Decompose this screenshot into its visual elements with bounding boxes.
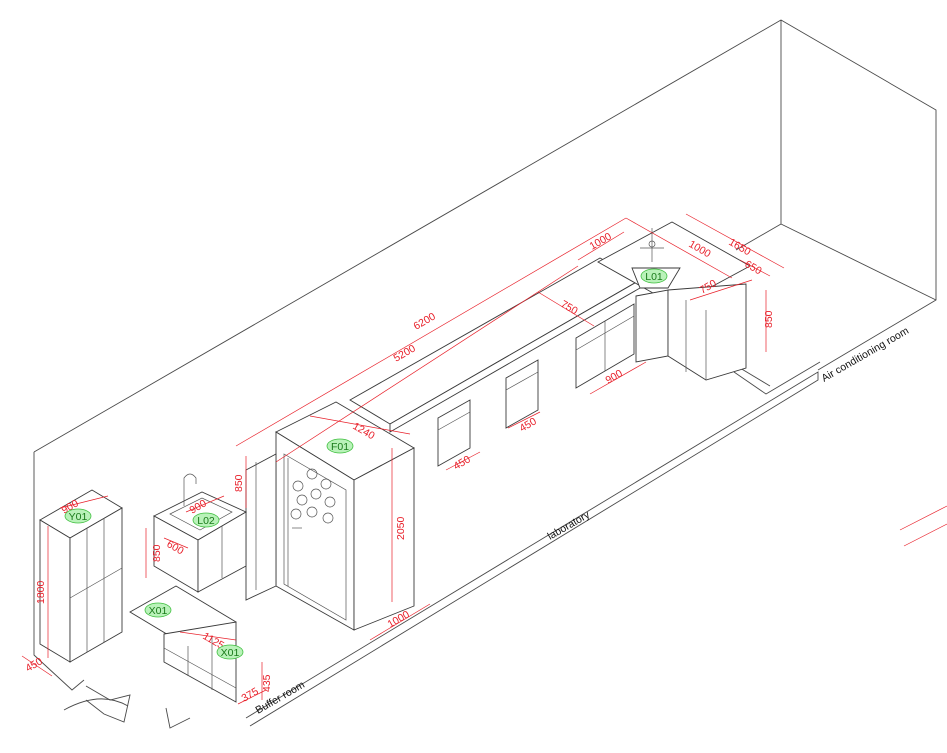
partition-panel [245,453,277,601]
shoe-bench [129,585,237,703]
tag-f01: F01 [326,438,354,454]
room-label-laboratory: laboratory [546,508,593,542]
tag-x01-bottom-label: X01 [221,647,240,659]
tag-x01-top: X01 [144,602,172,618]
dimension-650: 650 [743,258,764,277]
dimension-lines [21,213,947,705]
tag-y01-label: Y01 [69,511,88,523]
tag-l01-label: L01 [645,271,663,283]
tag-l02-label: L02 [197,515,215,527]
dimension-850-sink: 850 [151,544,163,562]
dimension-435: 435 [261,674,273,692]
tag-x01-bottom: X01 [216,644,244,660]
equipment-tags: F01 L01 L02 Y01 X01 X01 [64,268,668,660]
dimension-850-left: 850 [233,474,245,492]
dimension-1000-top: 1000 [588,230,614,252]
dimension-6200: 6200 [412,310,438,332]
tag-l01: L01 [640,268,668,284]
tag-x01-top-label: X01 [149,605,168,617]
dimension-450-locker: 450 [24,655,45,674]
dimension-1800: 1800 [35,580,47,604]
dimension-5200: 5200 [392,342,418,364]
room-walls [33,19,937,729]
tag-y01: Y01 [64,508,92,524]
air-shower-unit [275,401,415,631]
tag-l02: L02 [192,512,220,528]
dimension-2050: 2050 [395,516,407,540]
dimension-850-right: 850 [763,310,775,328]
corner-sink-unit [597,221,751,381]
tag-f01-label: F01 [331,441,349,453]
room-label-air-conditioning: Air conditioning room [820,325,912,385]
lab-bench [349,257,641,467]
